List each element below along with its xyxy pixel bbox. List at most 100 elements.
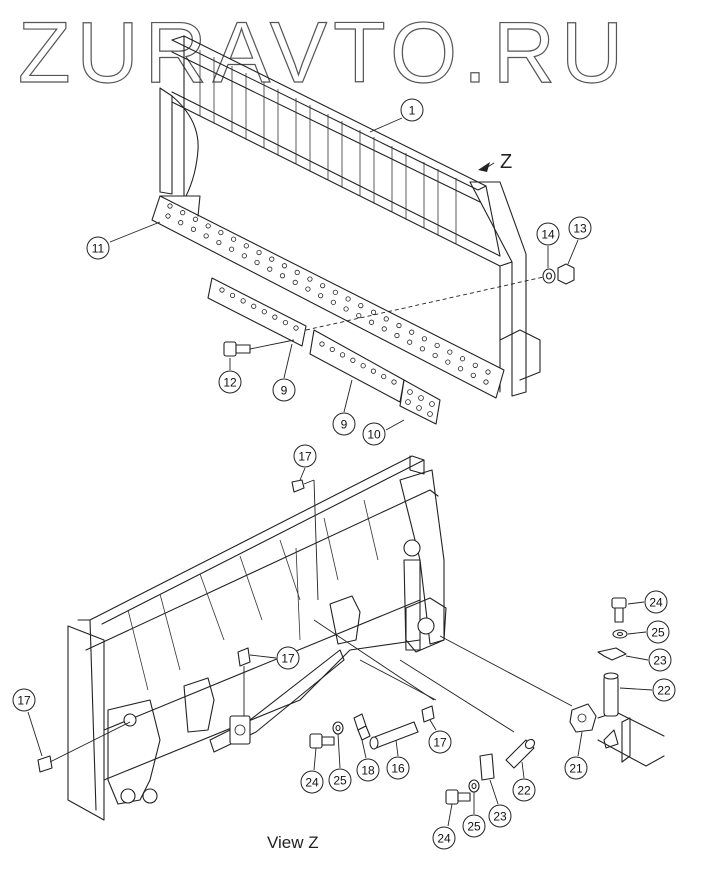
callout-number: 17: [17, 694, 31, 708]
bolt-hole: [165, 213, 171, 219]
callout-circle: [86, 236, 110, 260]
bolt-hole: [243, 243, 249, 249]
callout-leader: [429, 719, 437, 731]
bolt-hole: [167, 203, 173, 209]
bolt-hole: [319, 341, 325, 347]
bolt-hole: [231, 236, 237, 242]
bolt-hole: [434, 342, 440, 349]
callout-c10: 10: [362, 419, 405, 446]
callout-number: 25: [651, 626, 665, 640]
callout-c17b: 17: [249, 646, 300, 670]
bolt-hole: [218, 229, 224, 236]
callout-circle: [276, 646, 300, 670]
bolt-hole: [421, 336, 427, 342]
bolt-hole: [267, 266, 273, 272]
callout-number: 17: [281, 652, 295, 666]
washer-25-lower: [468, 779, 480, 793]
callout-c24b: 24: [300, 747, 324, 794]
bolt-hole: [305, 286, 311, 292]
callout-leader: [249, 654, 277, 659]
callout-c1: 1: [369, 98, 424, 133]
bolt-hole: [368, 319, 375, 325]
callout-c11: 11: [86, 221, 161, 260]
callout-number: 24: [437, 832, 451, 846]
callout-number: 16: [391, 762, 405, 776]
callout-number: 9: [281, 384, 288, 398]
nut-13: [557, 263, 575, 285]
callout-leader: [343, 379, 353, 413]
backrest-grille: [159, 35, 541, 397]
bolt-hole: [416, 405, 422, 411]
bolt-hole: [432, 352, 438, 359]
callout-leader: [447, 803, 453, 827]
callout-c22a: 22: [619, 678, 676, 702]
arm-section: [597, 672, 665, 767]
callout-c17a: 17: [293, 444, 317, 481]
bolt-hole: [358, 302, 364, 309]
callout-leader: [299, 467, 306, 481]
bolt-hole: [391, 379, 397, 385]
bolt-hole: [241, 253, 247, 259]
callout-circle: [332, 412, 356, 436]
callout-circle: [300, 770, 324, 794]
clip-23-lower: [479, 753, 495, 781]
callout-c25b: 25: [328, 733, 352, 792]
callout-circle: [568, 216, 592, 240]
bolt-hole: [318, 293, 324, 299]
bolt-hole: [205, 223, 211, 229]
assembly-line: [305, 275, 549, 331]
callout-leader: [577, 731, 583, 757]
view-z-marker: Z: [500, 151, 512, 173]
bolt-hole: [350, 357, 356, 363]
bolt-hole: [370, 309, 377, 315]
callout-leader: [283, 343, 293, 379]
bolt-hole: [330, 299, 336, 305]
washer-14: [542, 268, 556, 284]
washer-25-upper: [612, 629, 628, 639]
callout-c22b: 22: [512, 761, 536, 802]
callout-circle: [564, 756, 588, 780]
callout-number: 23: [653, 654, 667, 668]
callout-leader: [313, 747, 317, 771]
fork-plate-9b: [309, 329, 405, 403]
callout-c17c: 17: [12, 688, 43, 757]
bolt-hole: [229, 246, 235, 252]
bolt-24-mid: [309, 733, 335, 749]
bolt-hole: [394, 332, 400, 339]
bolt-hole: [427, 411, 433, 417]
bolt-hole: [470, 372, 476, 378]
callout-leader: [627, 631, 647, 635]
callout-number: 25: [333, 774, 347, 788]
roller-22-lower: [505, 738, 536, 769]
callout-number: 24: [649, 596, 663, 610]
callout-c25a: 25: [627, 620, 670, 644]
block-21: [569, 703, 597, 733]
bolt-hole: [254, 259, 260, 266]
bolt-hole: [282, 319, 289, 326]
grease-nipple-17-right: [313, 619, 435, 723]
callout-c14: 14: [536, 222, 560, 268]
fork-plate-10: [399, 379, 441, 425]
view-z-arrow: Z: [478, 151, 512, 173]
callout-c25c: 25: [462, 792, 486, 838]
callout-circle: [512, 778, 536, 802]
watermark-text: ZURAVTO.RU: [18, 5, 629, 101]
bolt-hole: [293, 325, 299, 331]
bolt-hole: [383, 316, 389, 322]
bolt-hole: [418, 395, 424, 401]
bolt-hole: [180, 210, 186, 216]
grease-nipple-17-mid: [237, 647, 251, 716]
washer-25-mid: [332, 721, 344, 735]
bolt-hole: [216, 239, 222, 246]
callout-circle: [356, 758, 380, 782]
callout-leader: [489, 779, 499, 805]
bolt-hole: [339, 352, 346, 358]
callout-circle: [386, 756, 410, 780]
callout-circle: [488, 804, 512, 828]
pin-16: [369, 721, 419, 750]
callout-leader: [27, 711, 43, 757]
carriage-bar: [151, 195, 505, 399]
callout-leader: [521, 761, 525, 779]
bolt-24-lower: [445, 789, 471, 805]
